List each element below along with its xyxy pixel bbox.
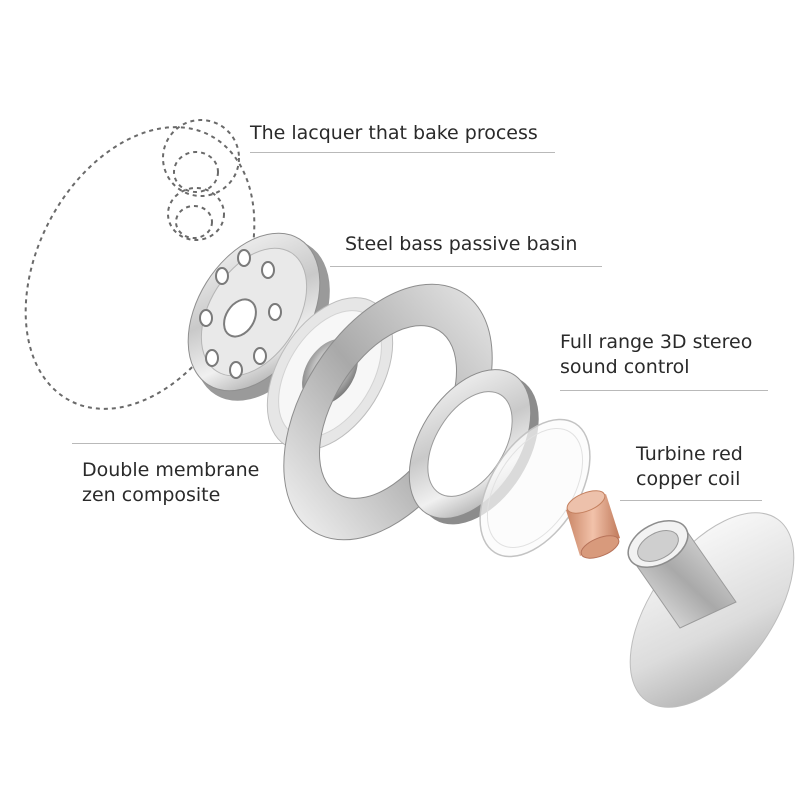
- leader-line-double-membrane: [72, 443, 284, 444]
- label-line: Double membrane: [82, 459, 260, 481]
- leader-line-lacquer: [250, 152, 555, 153]
- leader-line-full-range: [560, 390, 768, 391]
- label-line: Turbine red: [636, 443, 743, 465]
- label-full-range: Full range 3D stereo sound control: [560, 330, 752, 380]
- label-turbine-coil: Turbine red copper coil: [636, 442, 743, 492]
- label-steel-basin: Steel bass passive basin: [345, 232, 577, 257]
- label-line: sound control: [560, 356, 690, 378]
- label-double-membrane: Double membrane zen composite: [82, 458, 259, 508]
- leader-line-turbine: [620, 500, 762, 501]
- leader-line-steel: [330, 266, 602, 267]
- label-line: Full range 3D stereo: [560, 331, 753, 353]
- label-line: Steel bass passive basin: [345, 233, 578, 255]
- label-line: zen composite: [82, 484, 221, 506]
- copper-coil-part: [566, 490, 620, 559]
- cone-base-part: [627, 512, 795, 708]
- label-line: The lacquer that bake process: [250, 122, 538, 144]
- basin-vent-holes: [199, 249, 282, 379]
- label-lacquer-process: The lacquer that bake process: [250, 121, 538, 146]
- label-line: copper coil: [636, 468, 741, 490]
